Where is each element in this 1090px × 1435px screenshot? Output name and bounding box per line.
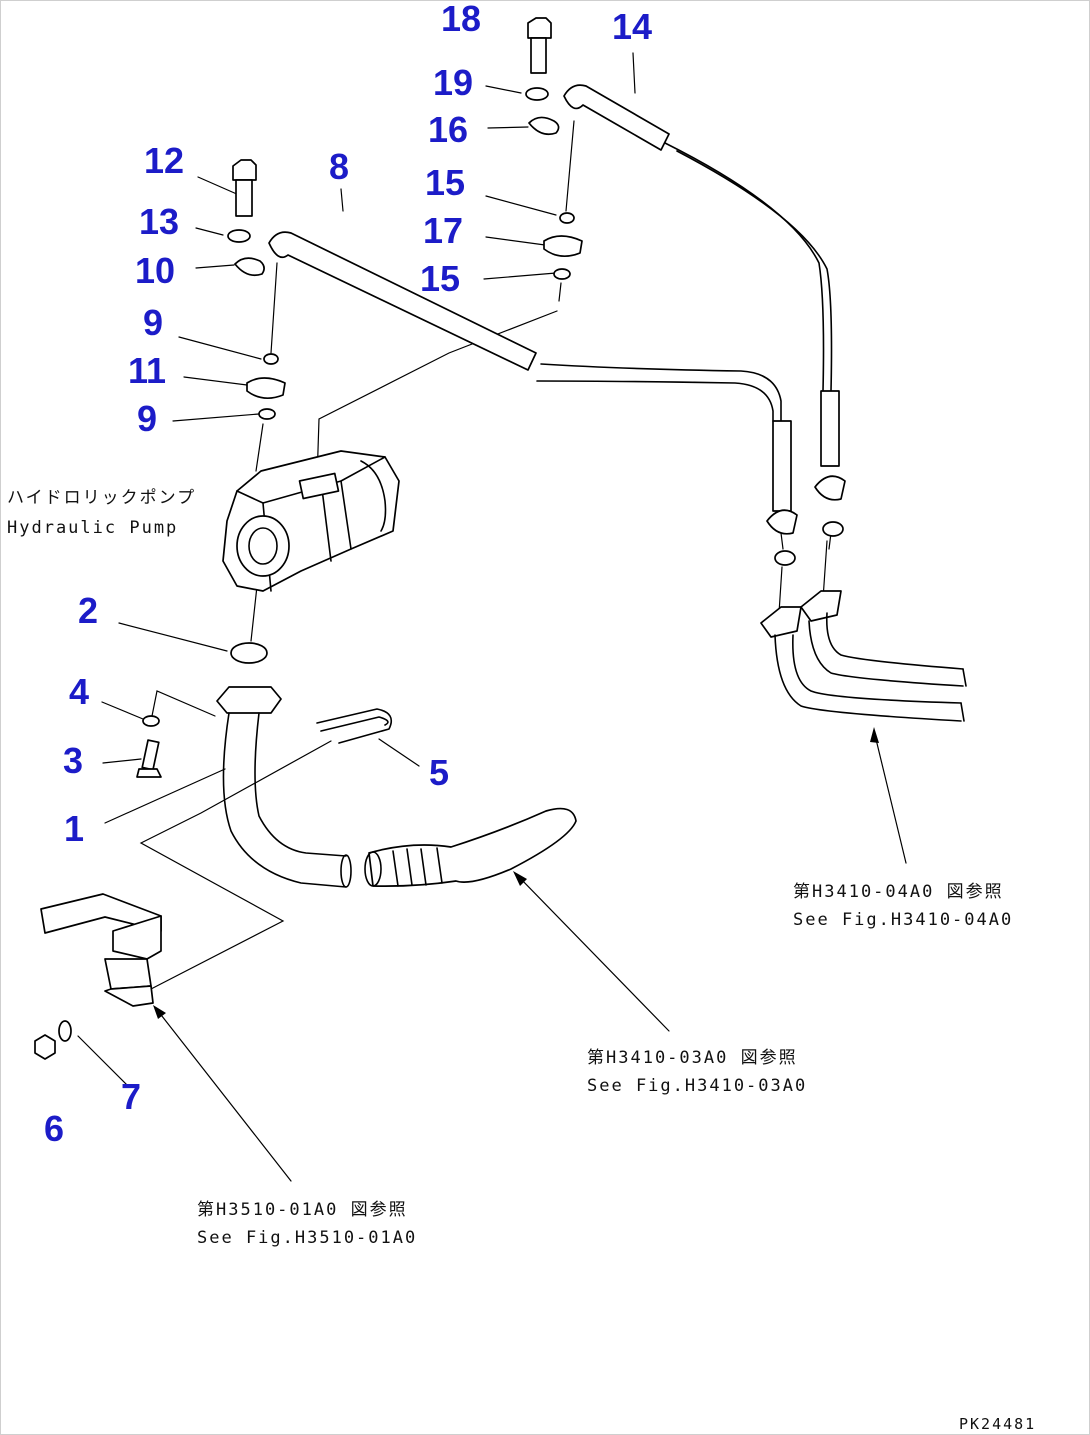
o-ring-15 [559, 212, 575, 224]
reference-h3410-03a0: 第H3410-03A0 図参照 See Fig.H3410-03A0 [587, 1048, 807, 1096]
o-ring-right-2 [822, 521, 844, 537]
suction-hose [364, 807, 577, 887]
pump-outlet-tubes [760, 590, 967, 722]
reference-h3410-04a0: 第H3410-04A0 図参照 See Fig.H3410-04A0 [793, 882, 1013, 930]
callout-5: 5 [429, 752, 449, 793]
suction-tube-1 [216, 686, 352, 888]
callout-12: 12 [144, 140, 184, 181]
bracket [40, 893, 162, 1007]
callout-19: 19 [433, 62, 473, 103]
hose-8 [268, 231, 798, 535]
u-bolt-5 [316, 708, 393, 744]
bolt-3 [136, 739, 162, 778]
hydraulic-pump [222, 450, 400, 592]
pump-label: ハイドロリックポンプ Hydraulic Pump [7, 488, 196, 538]
flange-11 [246, 377, 286, 400]
hose-14 [563, 84, 846, 501]
washer-13 [227, 229, 251, 243]
ref-2-en: See Fig.H3410-03A0 [587, 1076, 807, 1096]
o-ring-15-lower [553, 268, 571, 280]
callout-13: 13 [139, 201, 179, 242]
o-ring-9-lower [258, 408, 276, 420]
callout-1: 1 [64, 808, 84, 849]
ref-1-jp: 第H3410-04A0 図参照 [793, 882, 1004, 902]
o-ring-right-1 [774, 550, 796, 566]
callout-numbers: 18 14 19 16 12 8 15 13 17 10 15 9 11 9 2… [44, 1, 652, 1149]
callout-6: 6 [44, 1108, 64, 1149]
o-ring-9 [263, 353, 279, 365]
callout-7: 7 [121, 1076, 141, 1117]
washer-4 [142, 715, 160, 727]
split-flange-10 [234, 257, 265, 277]
drawing-code: PK24481 [959, 1415, 1036, 1433]
bolt-18 [527, 17, 552, 74]
callout-2: 2 [78, 590, 98, 631]
callout-4: 4 [69, 671, 89, 712]
ref-3-en: See Fig.H3510-01A0 [197, 1228, 417, 1248]
callout-9: 9 [143, 302, 163, 343]
washer-19 [525, 87, 549, 101]
callout-8: 8 [329, 146, 349, 187]
bolt-12 [232, 159, 257, 217]
reference-h3510-01a0: 第H3510-01A0 図参照 See Fig.H3510-01A0 [197, 1200, 417, 1248]
ref-3-jp: 第H3510-01A0 図参照 [197, 1200, 408, 1220]
callout-17: 17 [423, 210, 463, 251]
washer-7 [58, 1020, 72, 1042]
pump-label-en: Hydraulic Pump [7, 518, 178, 538]
callout-10: 10 [135, 250, 175, 291]
ref-1-en: See Fig.H3410-04A0 [793, 910, 1013, 930]
flange-17 [543, 235, 583, 258]
callout-3: 3 [63, 740, 83, 781]
pump-label-jp: ハイドロリックポンプ [7, 488, 196, 508]
o-ring-2 [230, 642, 268, 664]
callout-16: 16 [428, 109, 468, 150]
callout-15: 15 [425, 162, 465, 203]
callout-14: 14 [612, 6, 652, 47]
ref-2-jp: 第H3410-03A0 図参照 [587, 1048, 798, 1068]
callout-9b: 9 [137, 398, 157, 439]
callout-18: 18 [441, 1, 481, 39]
callout-15b: 15 [420, 258, 460, 299]
callout-11: 11 [128, 350, 166, 391]
split-flange-16 [528, 116, 560, 136]
nut-6 [34, 1034, 56, 1060]
leader-lines [77, 52, 907, 1182]
